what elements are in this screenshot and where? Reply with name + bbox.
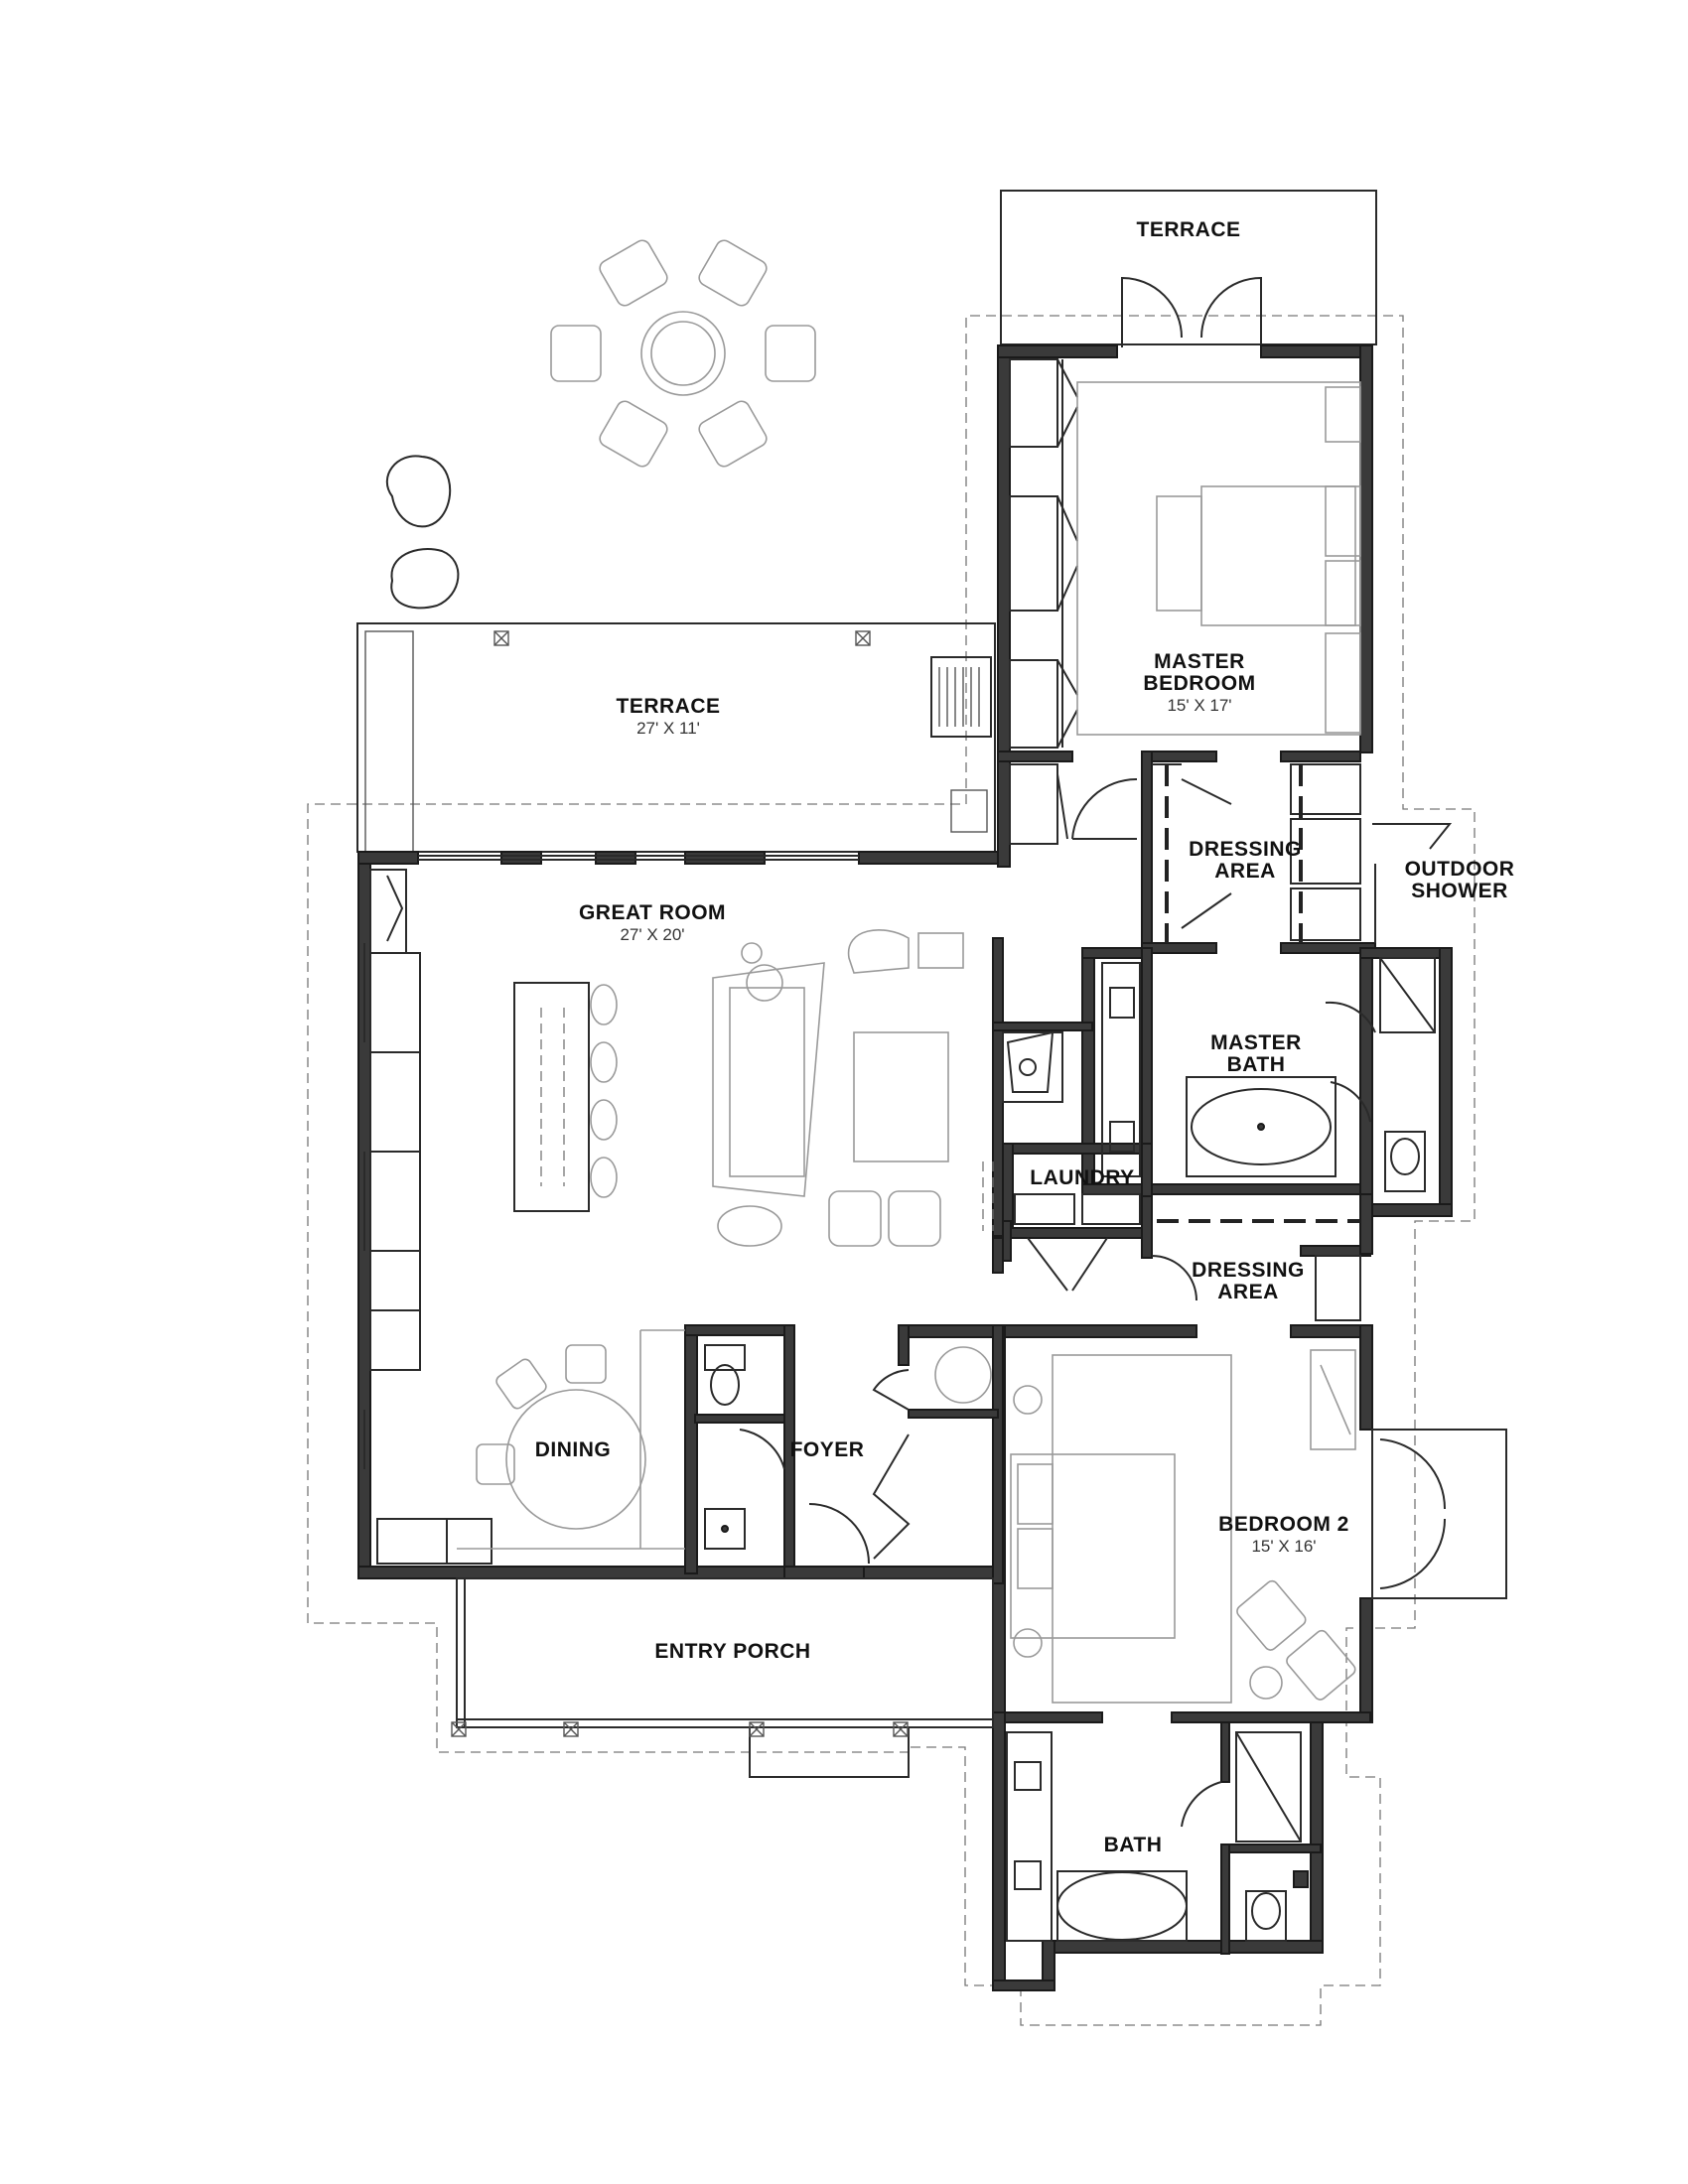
room-name: BATH <box>1103 1833 1163 1856</box>
room-name: GREAT ROOM <box>578 901 727 925</box>
room-dims: 27' X 11' <box>636 719 700 739</box>
room-dims: 15' X 16' <box>1251 1537 1317 1557</box>
label-terrace-top: TERRACE <box>1136 217 1241 241</box>
room-name: BEDROOM 2 <box>1218 1513 1349 1537</box>
room-name: OUTDOOR SHOWER <box>1404 857 1515 902</box>
label-master-bedroom: MASTER BEDROOM 15' X 17' <box>1143 650 1256 716</box>
room-dims: 15' X 17' <box>1167 696 1232 716</box>
label-outdoor-shower: OUTDOOR SHOWER <box>1404 857 1515 902</box>
master-bedroom-door <box>1071 777 1138 840</box>
terrace-column-markers <box>493 630 871 646</box>
kitchen-island <box>513 982 618 1212</box>
bedroom-2-french-doors <box>1371 1429 1507 1599</box>
room-name: DINING <box>534 1437 612 1461</box>
dining-table <box>457 1329 685 1550</box>
label-master-bath: MASTER BATH <box>1210 1030 1302 1076</box>
room-dims: 27' X 20' <box>620 925 685 945</box>
terrace-sink <box>950 789 988 833</box>
label-entry-porch: ENTRY PORCH <box>654 1639 811 1663</box>
stepping-stones <box>385 455 460 610</box>
terrace-planter <box>364 630 414 853</box>
room-name: TERRACE <box>616 695 721 719</box>
walls <box>357 344 1453 1991</box>
foyer-doors <box>739 1346 992 1565</box>
main-terrace-outline <box>356 622 996 853</box>
fireplace <box>1002 1030 1063 1103</box>
powder-room-fixtures <box>704 1344 746 1550</box>
label-foyer: FOYER <box>789 1437 865 1461</box>
roof-outline <box>307 315 1476 2026</box>
room-name: LAUNDRY <box>1030 1165 1135 1189</box>
room-name: TERRACE <box>1136 217 1241 241</box>
room-name: MASTER BATH <box>1210 1030 1302 1076</box>
dressing-area-2-closet <box>1151 1219 1361 1321</box>
outdoor-dining-table <box>550 239 816 468</box>
master-bath-fixtures <box>1101 957 1436 1192</box>
top-terrace-outline <box>1000 190 1377 345</box>
kitchen-counter <box>369 869 492 1565</box>
room-name: ENTRY PORCH <box>654 1639 811 1663</box>
laundry-fixtures <box>982 1161 1141 1292</box>
grill-grate <box>938 667 980 727</box>
entry-porch-outline <box>451 1577 994 1778</box>
bedroom-2-bed <box>1010 1349 1356 1704</box>
label-dressing-area-2: DRESSING AREA <box>1192 1258 1305 1303</box>
label-bath: BATH <box>1103 1833 1163 1856</box>
outdoor-shower-fixture <box>1372 823 1453 943</box>
label-great-room: GREAT ROOM 27' X 20' <box>579 902 726 944</box>
terrace-grill <box>930 656 992 738</box>
master-wardrobes <box>1009 358 1078 845</box>
room-name: MASTER BEDROOM <box>1143 650 1256 696</box>
bath-fixtures <box>1006 1731 1309 1942</box>
master-french-doors <box>1121 276 1262 347</box>
room-name: FOYER <box>789 1437 865 1461</box>
label-dining: DINING <box>534 1437 612 1461</box>
label-bedroom-2: BEDROOM 2 15' X 16' <box>1218 1514 1349 1556</box>
master-bed <box>1076 381 1361 736</box>
label-terrace-main: TERRACE 27' X 11' <box>616 696 720 738</box>
living-sofa <box>712 929 964 1247</box>
master-dressing-closets <box>1152 763 1361 943</box>
room-name: DRESSING AREA <box>1192 1258 1305 1303</box>
room-name: DRESSING AREA <box>1189 837 1302 883</box>
label-laundry: LAUNDRY <box>1030 1165 1135 1189</box>
label-dressing-area-master: DRESSING AREA <box>1189 837 1302 883</box>
